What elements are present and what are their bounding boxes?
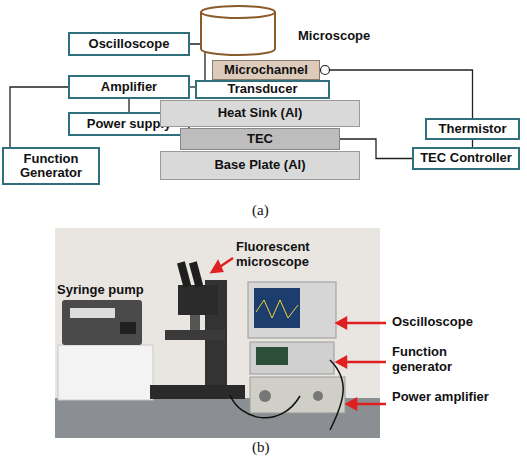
arrow-head	[347, 399, 356, 409]
syringe-pump-body	[62, 300, 142, 345]
thermistor-probe	[321, 66, 330, 75]
arrow-head	[337, 318, 346, 328]
node-text: Transducer	[227, 82, 297, 96]
node-text: Base Plate (Al)	[214, 158, 305, 172]
cable	[230, 395, 300, 418]
generator-screen	[256, 347, 288, 365]
photo-label: Function generator	[392, 345, 492, 375]
node-text: Function Generator	[4, 152, 98, 181]
objective	[190, 315, 200, 330]
oscilloscope-screen	[254, 288, 300, 328]
arrow-head	[212, 262, 222, 272]
lab-wall	[55, 228, 380, 438]
arrow-head	[337, 357, 346, 367]
node-text: Oscilloscope	[89, 37, 170, 51]
wire-connector	[128, 99, 129, 112]
acrylic-box	[58, 345, 153, 400]
instrument-box: Function Generator	[2, 147, 100, 185]
microscope-head	[178, 285, 218, 315]
microscope-cylinder	[198, 3, 278, 57]
oscilloscope-device	[248, 282, 336, 338]
panel-label: (b)	[252, 439, 282, 456]
function-generator-device	[250, 342, 334, 374]
instrument-box: Thermistor	[425, 118, 520, 140]
node-text: TEC	[247, 132, 273, 146]
eyepiece	[189, 261, 203, 287]
panel-label: (a)	[252, 202, 282, 219]
pump-screen	[120, 322, 136, 334]
heat-sink-layer: Heat Sink (Al)	[160, 100, 360, 127]
photo-label: Syringe pump	[57, 283, 167, 298]
cylinder-top	[201, 6, 275, 18]
instrument-box: Oscilloscope	[68, 32, 190, 56]
node-text: Heat Sink (Al)	[218, 106, 303, 120]
wire-connector	[472, 140, 473, 147]
pointer-arrow	[355, 403, 386, 406]
tec-layer: TEC	[180, 128, 340, 150]
transducer-layer: Transducer	[195, 80, 330, 99]
node-text: Microscope	[298, 29, 370, 43]
knob	[313, 391, 323, 401]
wire-connector	[10, 87, 68, 147]
knob	[259, 390, 271, 402]
photo-label: Power amplifier	[392, 390, 492, 405]
waveform	[256, 300, 298, 318]
microscope-stage	[165, 330, 225, 340]
base-plate-layer: Base Plate (Al)	[160, 151, 360, 180]
node-text: Power supply	[87, 117, 172, 131]
microscope-symbol: Microscope	[198, 3, 383, 57]
node-text: Amplifier	[101, 80, 157, 94]
node-text: Thermistor	[439, 122, 507, 136]
photo-label: Oscilloscope	[392, 315, 522, 330]
power-amplifier-device	[250, 377, 345, 413]
instrument-box: Amplifier	[68, 75, 190, 99]
photo-label: Fluorescent microscope	[236, 240, 328, 270]
syringe	[70, 308, 115, 318]
eyepiece	[177, 261, 191, 287]
node-text: TEC Controller	[420, 151, 512, 165]
cable	[330, 360, 343, 430]
instrument-box: TEC Controller	[412, 147, 520, 170]
pointer-arrow	[345, 322, 386, 325]
node-text: Microchannel	[224, 63, 308, 77]
pointer-arrow	[345, 361, 386, 364]
microchannel-layer: Microchannel	[212, 60, 320, 80]
